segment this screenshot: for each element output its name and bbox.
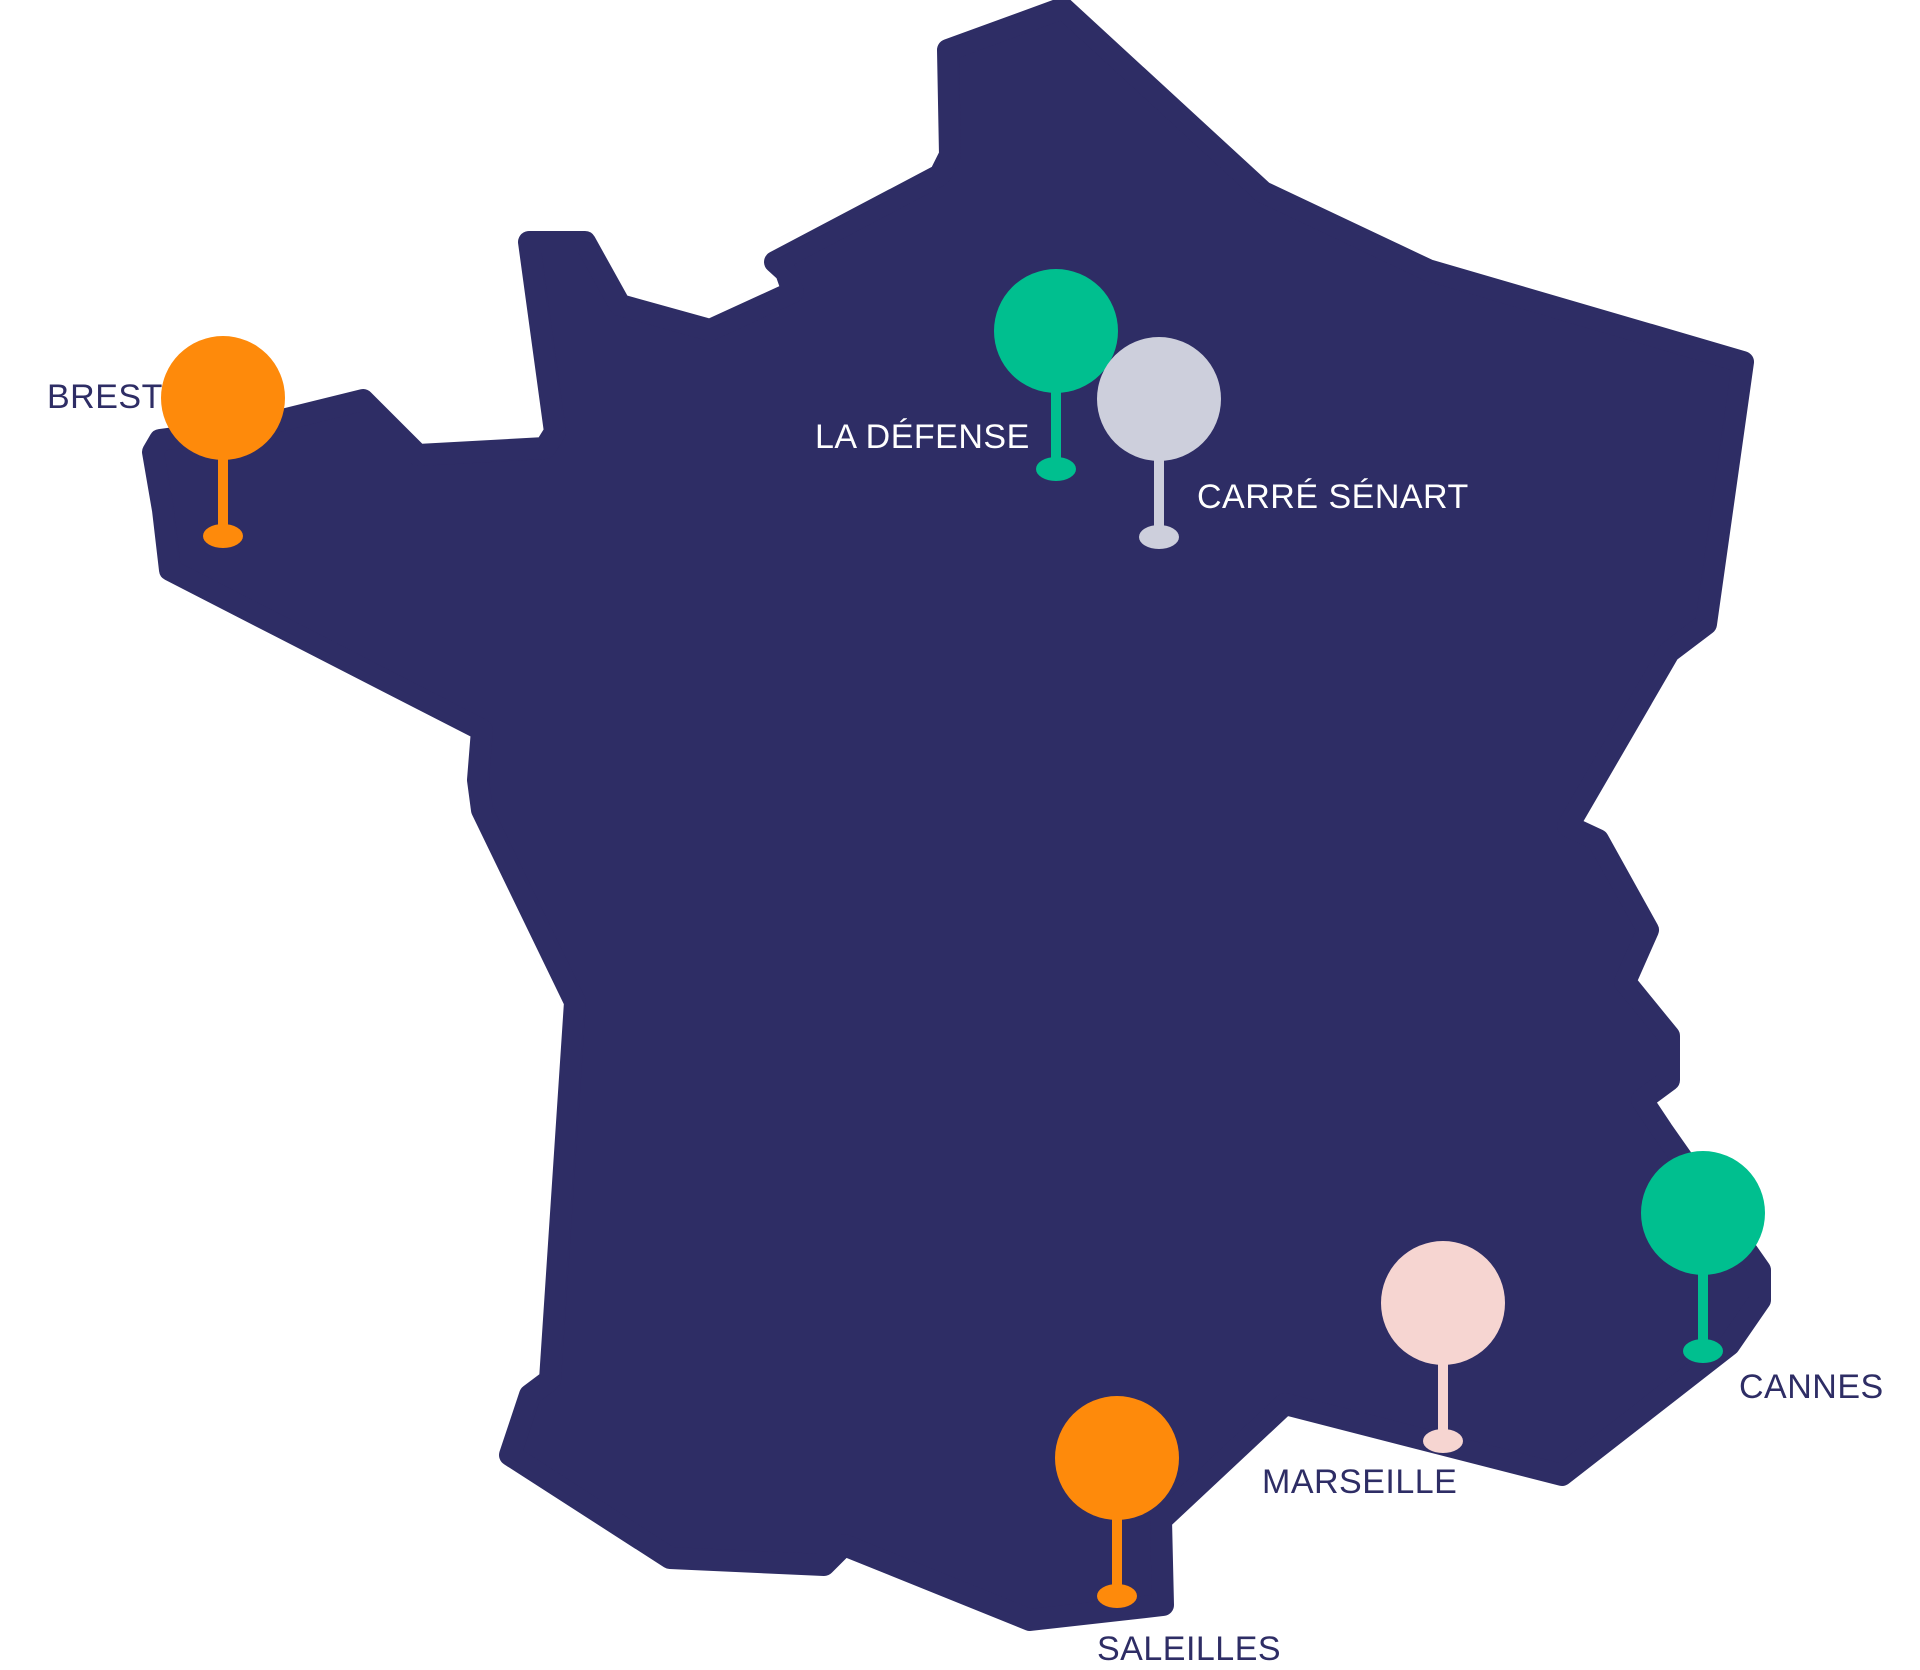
pin-stem: [1698, 1269, 1708, 1345]
pin-head: [1055, 1396, 1179, 1520]
france-landmass: [142, 0, 1771, 1631]
pin-head: [1381, 1241, 1505, 1365]
pin-base: [203, 524, 243, 548]
city-label-cannes: CANNES: [1739, 1368, 1884, 1406]
pin-head: [994, 269, 1118, 393]
pin-stem: [1154, 455, 1164, 531]
pin-la-defense[interactable]: LA DÉFENSE: [815, 269, 1118, 481]
pin-base: [1097, 1584, 1137, 1608]
pin-stem: [1112, 1514, 1122, 1590]
pin-base: [1683, 1339, 1723, 1363]
city-label-brest: BREST: [47, 378, 163, 416]
pin-stem: [1051, 387, 1061, 463]
city-label-carre-senart: CARRÉ SÉNART: [1197, 478, 1469, 516]
pin-brest[interactable]: BREST: [47, 336, 285, 548]
city-label-marseille: MARSEILLE: [1262, 1463, 1457, 1501]
pin-marseille[interactable]: MARSEILLE: [1262, 1241, 1505, 1501]
pin-carre-senart[interactable]: CARRÉ SÉNART: [1097, 337, 1469, 549]
pin-base: [1423, 1429, 1463, 1453]
city-label-saleilles: SALEILLES: [1097, 1630, 1281, 1668]
pin-saleilles[interactable]: SALEILLES: [1055, 1396, 1281, 1668]
pin-base: [1139, 525, 1179, 549]
pin-head: [161, 336, 285, 460]
pin-head: [1097, 337, 1221, 461]
pin-stem: [218, 454, 228, 530]
pin-head: [1641, 1151, 1765, 1275]
pin-cannes[interactable]: CANNES: [1641, 1151, 1884, 1406]
pin-base: [1036, 457, 1076, 481]
pin-stem: [1438, 1359, 1448, 1435]
city-label-la-defense: LA DÉFENSE: [815, 418, 1030, 456]
